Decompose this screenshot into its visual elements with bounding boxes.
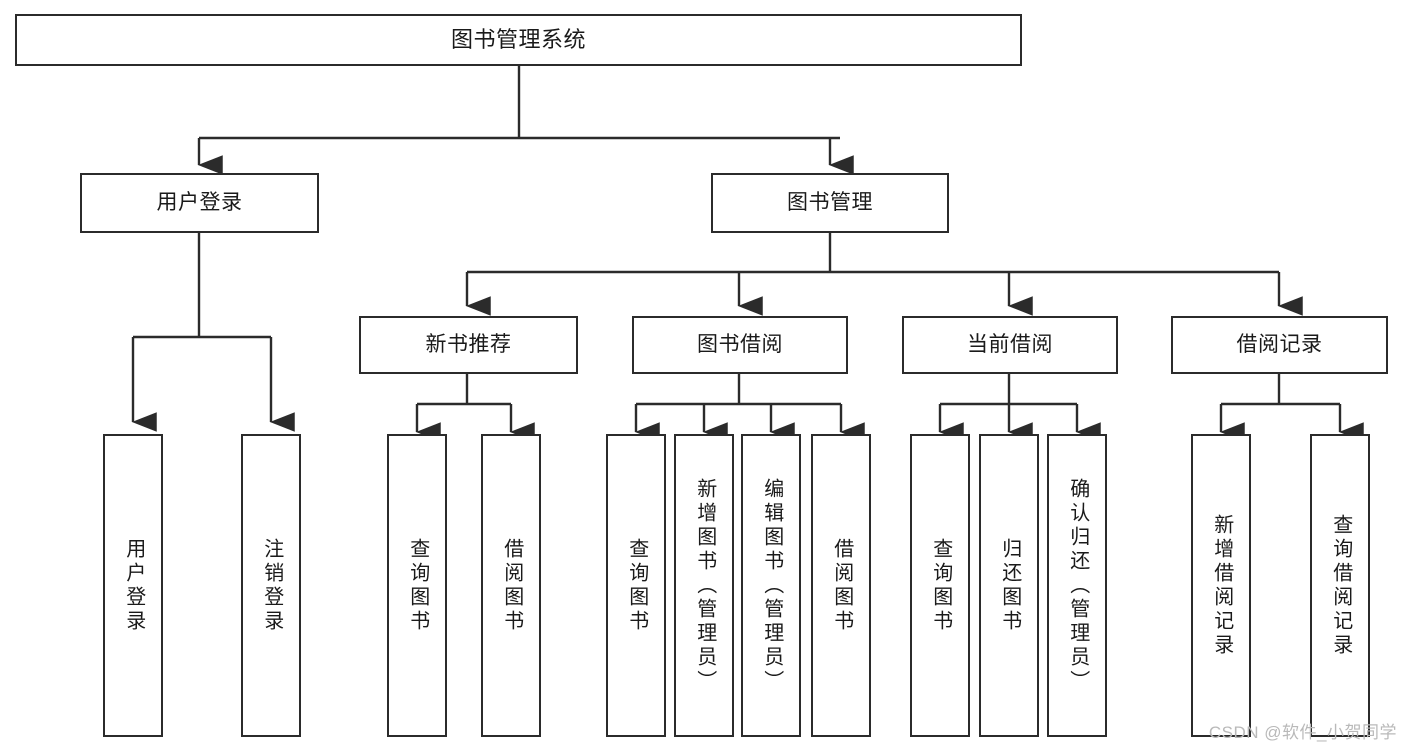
node-book-manage[interactable]: 图书管理 <box>711 173 949 233</box>
node-label: 图书管理系统 <box>450 26 586 52</box>
node-label: 新增图书（管理员） <box>693 477 716 694</box>
node-label: 归还图书 <box>998 537 1021 634</box>
node-new-book-recommend[interactable]: 新书推荐 <box>359 316 578 374</box>
node-label: 图书借阅 <box>697 332 783 356</box>
node-label: 用户登录 <box>122 537 145 634</box>
node-label: 查询借阅记录 <box>1329 513 1352 658</box>
node-user-login[interactable]: 用户登录 <box>80 173 319 233</box>
node-leaf-query-book-2[interactable]: 查询图书 <box>606 434 666 737</box>
node-label: 用户登录 <box>156 190 243 214</box>
node-leaf-add-book[interactable]: 新增图书（管理员） <box>674 434 734 737</box>
node-label: 借阅图书 <box>830 537 853 634</box>
node-leaf-user-login[interactable]: 用户登录 <box>103 434 163 737</box>
node-leaf-edit-book[interactable]: 编辑图书（管理员） <box>741 434 801 737</box>
node-book-management-system[interactable]: 图书管理系统 <box>15 14 1022 66</box>
node-leaf-borrow-book-1[interactable]: 借阅图书 <box>481 434 541 737</box>
node-label: 新增借阅记录 <box>1210 513 1233 658</box>
node-current-borrow[interactable]: 当前借阅 <box>902 316 1118 374</box>
node-label: 确认归还（管理员） <box>1066 477 1089 694</box>
node-leaf-borrow-book-2[interactable]: 借阅图书 <box>811 434 871 737</box>
node-label: 借阅记录 <box>1236 332 1323 356</box>
node-leaf-add-record[interactable]: 新增借阅记录 <box>1191 434 1251 737</box>
node-label: 借阅图书 <box>500 537 523 634</box>
node-label: 查询图书 <box>625 537 648 634</box>
watermark-text: CSDN @软件_小贺同学 <box>1208 723 1397 742</box>
node-leaf-return-book[interactable]: 归还图书 <box>979 434 1039 737</box>
node-book-borrow[interactable]: 图书借阅 <box>632 316 848 374</box>
node-leaf-confirm-return[interactable]: 确认归还（管理员） <box>1047 434 1107 737</box>
node-label: 编辑图书（管理员） <box>760 477 783 694</box>
node-label: 查询图书 <box>929 537 952 634</box>
node-leaf-query-book-1[interactable]: 查询图书 <box>387 434 447 737</box>
node-label: 当前借阅 <box>967 332 1053 356</box>
node-leaf-query-book-3[interactable]: 查询图书 <box>910 434 970 737</box>
node-leaf-query-record[interactable]: 查询借阅记录 <box>1310 434 1370 737</box>
node-label: 注销登录 <box>260 537 283 634</box>
node-label: 图书管理 <box>787 190 873 214</box>
node-leaf-logout-login[interactable]: 注销登录 <box>241 434 301 737</box>
node-label: 查询图书 <box>406 537 429 634</box>
node-borrow-record[interactable]: 借阅记录 <box>1171 316 1388 374</box>
node-label: 新书推荐 <box>425 332 512 356</box>
